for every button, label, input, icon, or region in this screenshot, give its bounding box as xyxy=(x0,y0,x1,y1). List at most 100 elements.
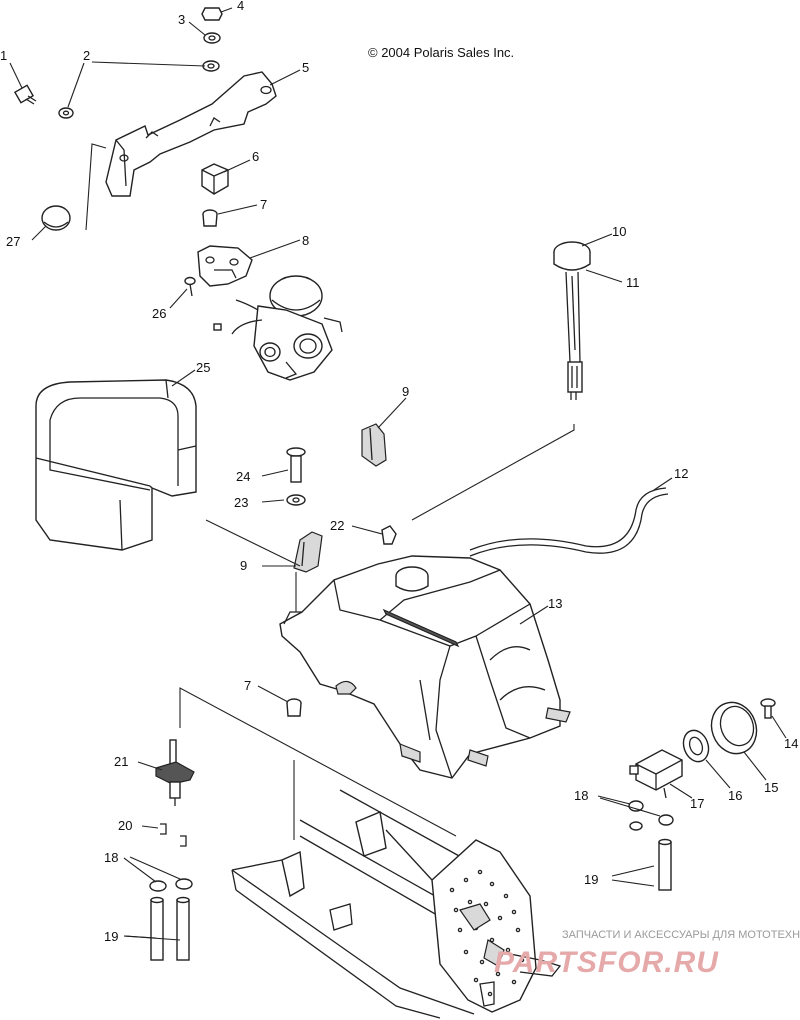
leader-9a xyxy=(377,397,407,429)
part-fitting-7a xyxy=(202,209,218,227)
leader-7b xyxy=(257,685,289,703)
part-washer-2 xyxy=(58,60,220,119)
leader-3 xyxy=(188,21,206,36)
callout-7-lower: 7 xyxy=(244,678,251,693)
leader-16 xyxy=(705,759,731,789)
callout-4: 4 xyxy=(237,0,244,13)
callout-2: 2 xyxy=(83,48,90,63)
part-screw-26 xyxy=(184,276,196,297)
part-fitting-7b xyxy=(286,698,302,717)
watermark-line1: ЗАПЧАСТИ И АКСЕССУАРЫ ДЛЯ МОТОТЕХНИКИ xyxy=(562,929,800,941)
part-bracket-9a xyxy=(361,423,387,467)
leader-12 xyxy=(653,477,673,491)
callout-labels: 1 2 3 4 5 6 7 8 9 10 11 12 13 14 15 16 1… xyxy=(0,0,798,944)
leader-18a2 xyxy=(129,856,181,880)
callout-20: 20 xyxy=(118,818,132,833)
callout-11: 11 xyxy=(626,275,640,290)
leader-frame-a xyxy=(179,687,457,837)
callout-10: 10 xyxy=(612,224,626,239)
part-bolt-1 xyxy=(13,84,37,105)
part-hose-19b xyxy=(658,838,672,891)
part-cap-27 xyxy=(41,205,71,231)
callout-14: 14 xyxy=(784,736,798,751)
part-clamp-18b xyxy=(628,800,674,831)
part-cap-10 xyxy=(553,241,591,271)
leader-19b2 xyxy=(611,879,655,887)
leader-27 xyxy=(31,225,47,241)
callout-9-upper: 9 xyxy=(402,384,409,399)
part-clip-22 xyxy=(381,525,397,545)
leader-2a xyxy=(67,62,85,108)
leader-6 xyxy=(223,159,251,173)
callout-24: 24 xyxy=(236,469,250,484)
leader-26 xyxy=(169,288,188,309)
callout-1: 1 xyxy=(0,48,7,63)
callout-13: 13 xyxy=(548,596,562,611)
callout-3: 3 xyxy=(178,12,185,27)
callout-8: 8 xyxy=(302,233,309,248)
leader-7a xyxy=(217,204,258,215)
leader-22 xyxy=(351,525,383,535)
part-washer-23 xyxy=(286,494,306,506)
leader-25 xyxy=(171,369,196,387)
part-hose-19a xyxy=(150,896,190,961)
callout-9-lower: 9 xyxy=(240,558,247,573)
leader-13 xyxy=(519,605,549,625)
leader-23 xyxy=(261,499,285,503)
part-bolt-24 xyxy=(286,447,306,483)
callout-12: 12 xyxy=(674,466,688,481)
callout-22: 22 xyxy=(330,518,344,533)
leader-19b xyxy=(611,865,655,877)
leader-gauge-tank xyxy=(411,424,575,521)
callout-18-left: 18 xyxy=(104,850,118,865)
part-clip-20 xyxy=(160,823,187,847)
leader-1 xyxy=(9,62,23,89)
leader-21 xyxy=(137,761,163,771)
callout-18-right: 18 xyxy=(574,788,588,803)
leader-9b-pad xyxy=(205,519,301,567)
part-plate-8 xyxy=(197,245,253,287)
frame xyxy=(231,789,562,1019)
callout-26: 26 xyxy=(152,306,166,321)
callout-6: 6 xyxy=(252,149,259,164)
leader-14 xyxy=(771,715,787,739)
leader-18a xyxy=(123,857,157,883)
leader-18b xyxy=(597,795,631,805)
leader-18b2 xyxy=(599,797,661,817)
leader-11 xyxy=(585,269,623,283)
leader-17 xyxy=(669,783,693,799)
part-petcock-21 xyxy=(155,739,195,806)
callout-15: 15 xyxy=(764,780,778,795)
part-bracket-5 xyxy=(105,71,277,197)
part-gauge-11 xyxy=(565,271,583,400)
callout-19-right: 19 xyxy=(584,872,598,887)
part-clamp-18a xyxy=(149,878,193,892)
part-foam-pad-25 xyxy=(35,379,197,551)
part-bracket-9b xyxy=(293,531,323,573)
part-fuel-tank-13 xyxy=(279,555,571,779)
leader-20 xyxy=(141,825,159,829)
part-gasket-16 xyxy=(682,729,710,763)
leader-8 xyxy=(249,239,301,259)
callout-16: 16 xyxy=(728,788,742,803)
part-screw-14 xyxy=(760,698,776,719)
callout-5: 5 xyxy=(302,60,309,75)
part-nut-4 xyxy=(201,7,223,21)
part-pump-17 xyxy=(629,749,683,799)
leader-2b xyxy=(91,61,206,67)
callout-23: 23 xyxy=(234,495,248,510)
callout-25: 25 xyxy=(196,360,210,375)
part-hose-12 xyxy=(469,487,669,557)
part-washer-3 xyxy=(203,32,221,44)
copyright-text: © 2004 Polaris Sales Inc. xyxy=(368,45,514,60)
callout-21: 21 xyxy=(114,754,128,769)
leader-5 xyxy=(269,69,301,86)
leader-15 xyxy=(743,751,767,781)
leader-27b xyxy=(85,143,107,231)
watermark-line2: PARTSFOR.RU xyxy=(494,946,719,979)
leader-10 xyxy=(581,233,613,247)
callout-7-upper: 7 xyxy=(260,197,267,212)
callout-27: 27 xyxy=(6,234,20,249)
part-carburetor xyxy=(213,275,343,381)
